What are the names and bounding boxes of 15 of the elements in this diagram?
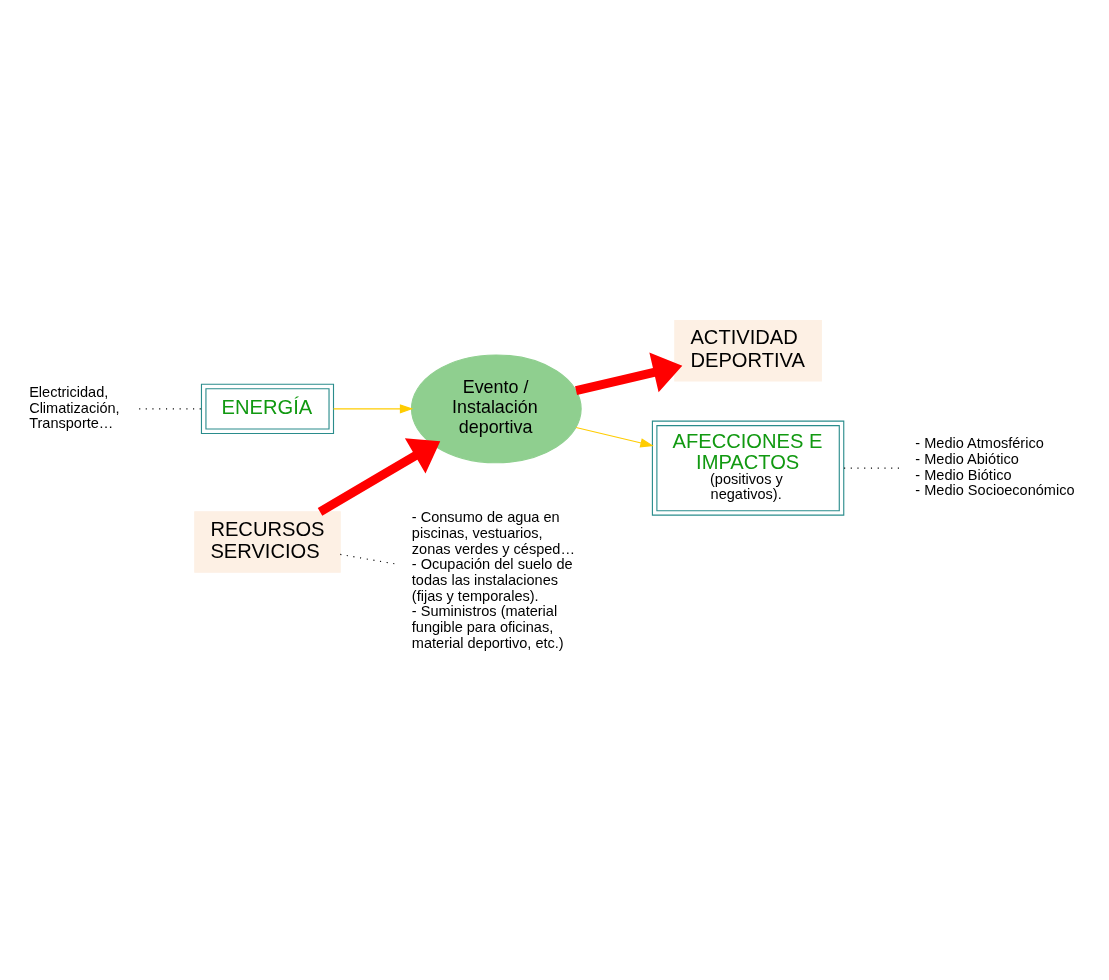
arrow [317, 438, 441, 516]
node-ellipse: Evento / Instalación deportiva [410, 354, 582, 464]
node-text: Electricidad, Climatización, Transporte… [29, 384, 120, 432]
connector [843, 467, 900, 469]
node-box: AFECCIONES E IMPACTOS (positivos y negativos). [651, 420, 845, 516]
arrow [333, 404, 414, 414]
node-text: - Consumo de agua en piscinas, vestuarios, zonas verdes y césped… - Ocupación del suelo de todas las instalaciones (fijas y temporales). - Suministros (material fungible para oficinas, material deportivo, etc.) [411, 509, 575, 651]
node-box: ACTIVIDAD DEPORTIVA [674, 319, 822, 382]
arrow [575, 427, 654, 448]
connector [339, 553, 397, 565]
node-box: ENERGÍA [200, 383, 335, 435]
node-text: - Medio Atmosférico - Medio Abiótico - Medio Biótico - Medio Socioeconómico [915, 435, 1075, 499]
arrow [575, 352, 683, 395]
connector [138, 408, 202, 410]
node-box: RECURSOS SERVICIOS [194, 511, 341, 573]
